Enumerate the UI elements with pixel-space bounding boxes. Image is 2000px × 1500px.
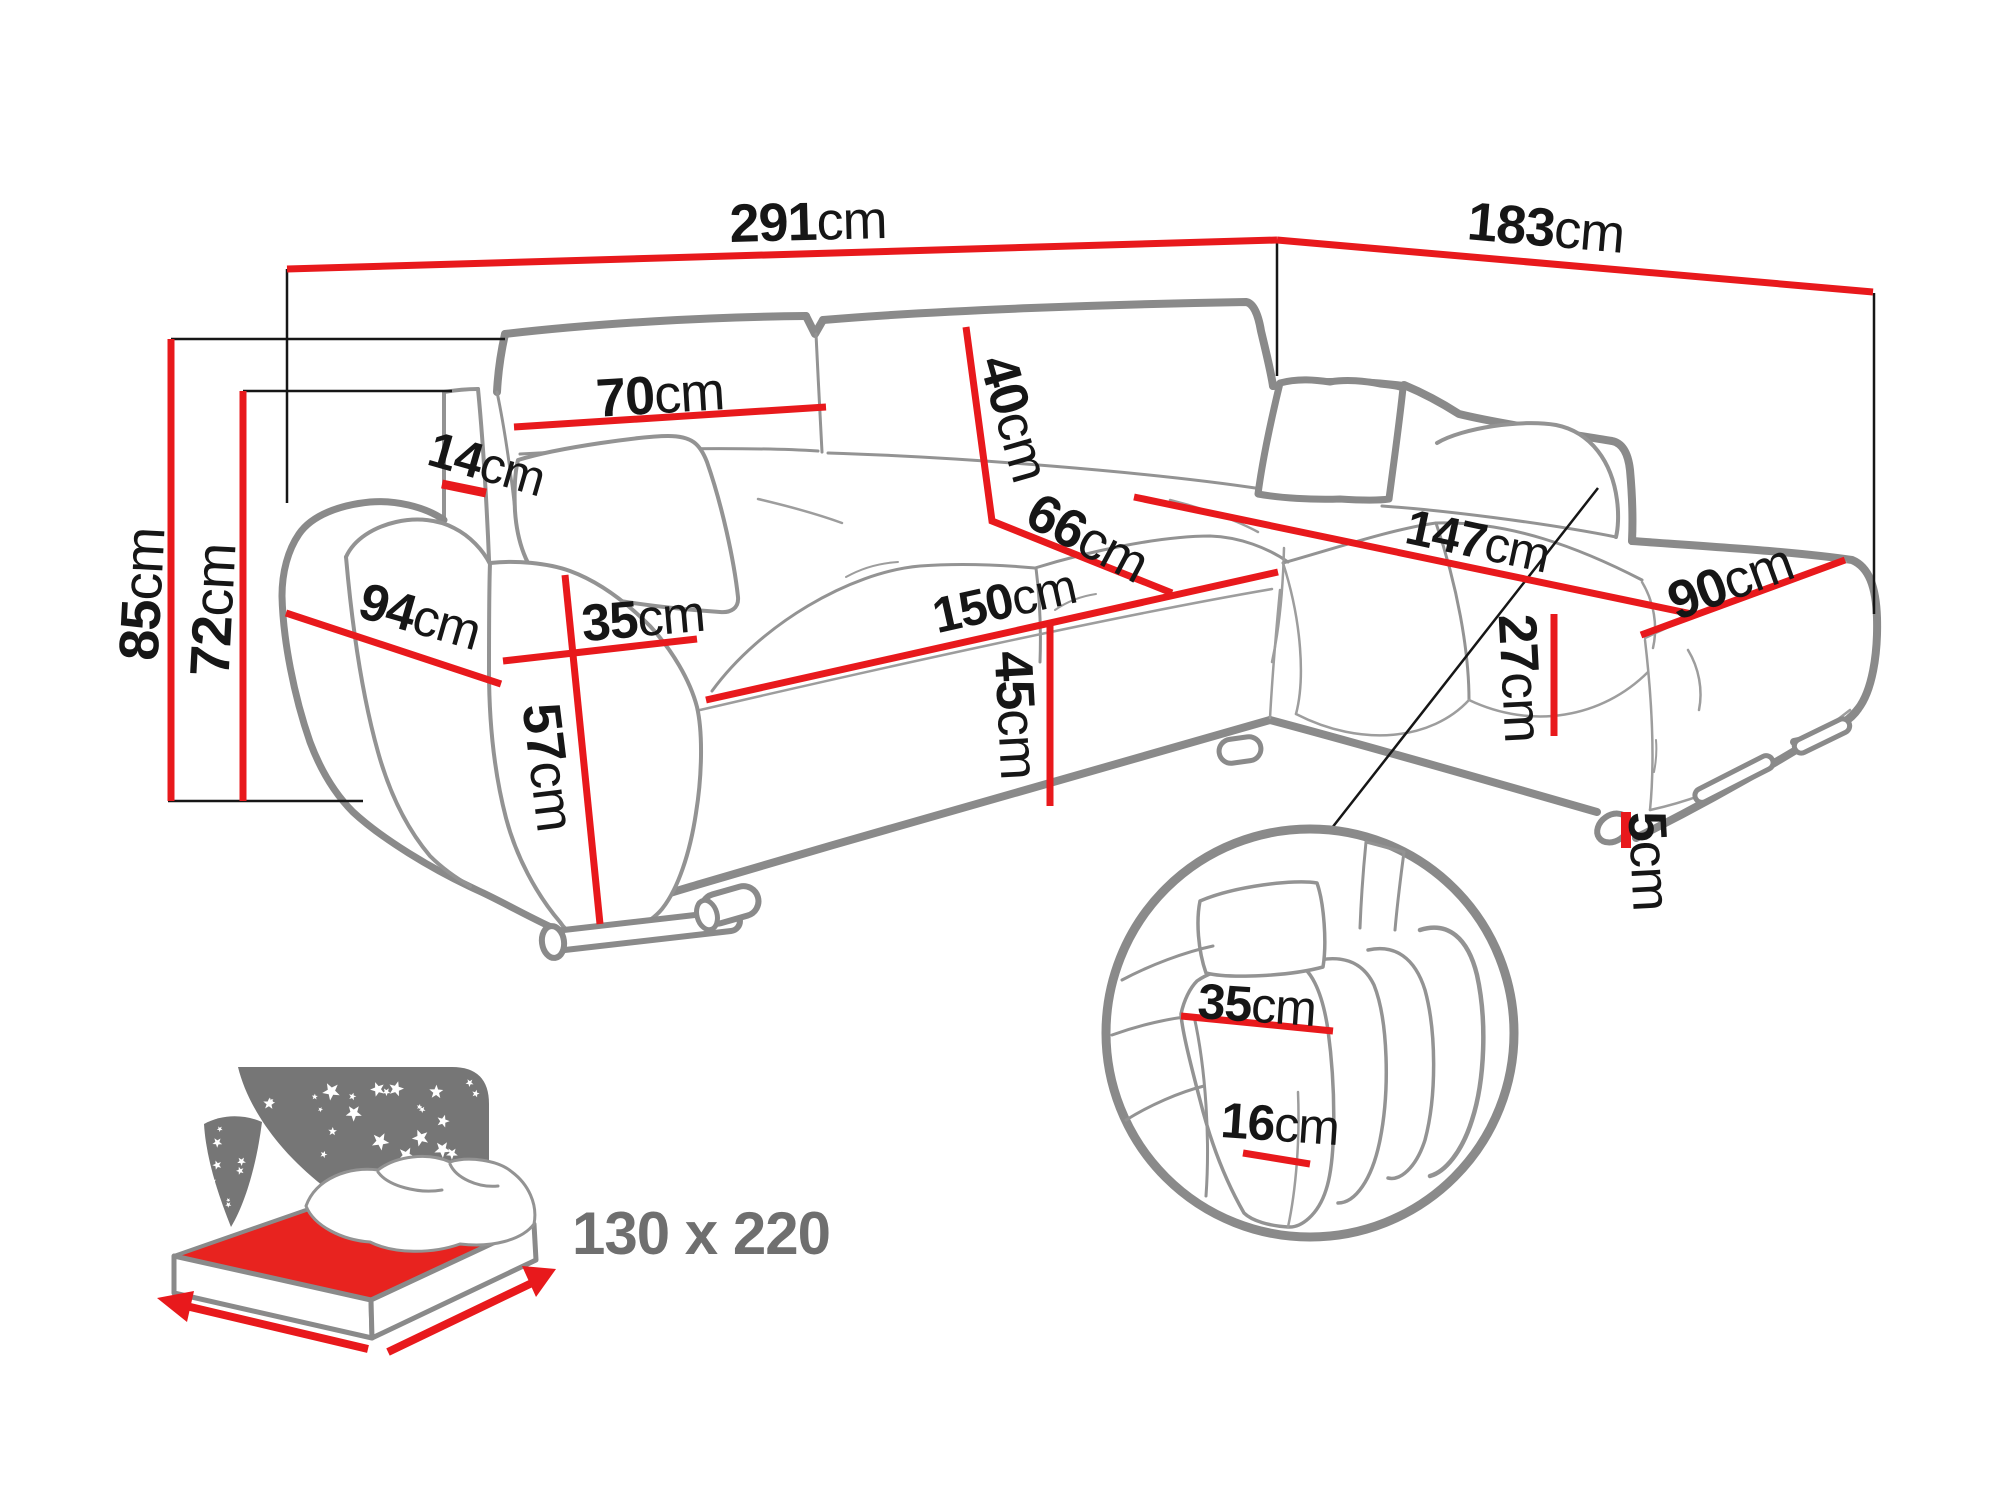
svg-text:72cm: 72cm — [178, 542, 248, 678]
svg-text:183cm: 183cm — [1465, 191, 1627, 264]
svg-text:130 x 220: 130 x 220 — [572, 1200, 830, 1267]
svg-text:27cm: 27cm — [1487, 613, 1554, 744]
svg-text:70cm: 70cm — [594, 361, 725, 429]
svg-text:85cm: 85cm — [107, 526, 177, 662]
svg-text:35cm: 35cm — [579, 585, 707, 654]
svg-text:291cm: 291cm — [729, 190, 888, 254]
svg-text:16cm: 16cm — [1219, 1092, 1341, 1156]
svg-text:45cm: 45cm — [983, 650, 1050, 781]
svg-text:57cm: 57cm — [510, 700, 585, 834]
svg-text:5cm: 5cm — [1616, 810, 1681, 912]
svg-text:35cm: 35cm — [1196, 973, 1318, 1037]
